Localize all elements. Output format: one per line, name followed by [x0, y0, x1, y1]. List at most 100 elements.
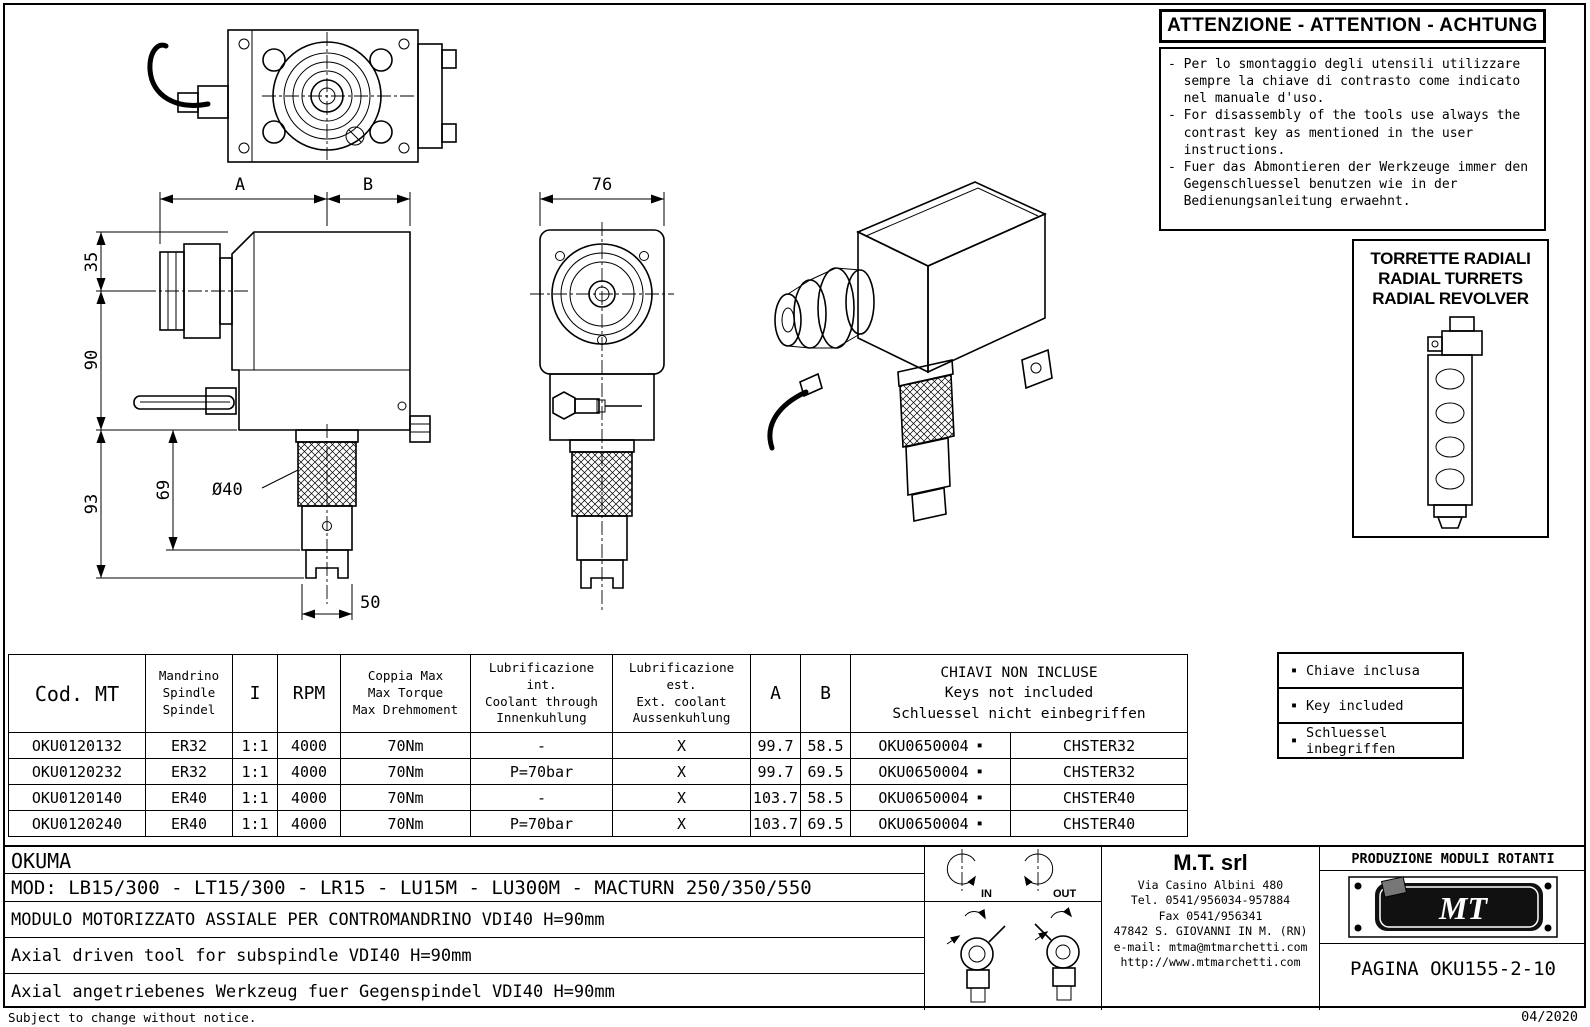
title-block-right: PRODUZIONE MODULI ROTANTI MT PAGINA OKU1…: [1319, 847, 1586, 1010]
out-label: OUT: [1053, 888, 1077, 900]
dim-69-label: 69: [154, 480, 174, 500]
rotation-direction-box: IN OUT: [925, 847, 1101, 902]
table-row: OKU0120132 ER32 1:1 4000 70Nm - X 99.7 5…: [8, 732, 1188, 759]
dim-90-label: 90: [82, 350, 102, 370]
key-code: OKU0650004: [878, 736, 969, 755]
wrench-usage-box: [925, 902, 1101, 1008]
header-line: Spindle: [162, 685, 216, 701]
legend-label: Schluessel inbegriffen: [1306, 724, 1396, 757]
in-label: IN: [981, 888, 992, 900]
logo-tool-image: [1380, 876, 1408, 898]
col-header-torque: Coppia Max Max Torque Max Drehmoment: [340, 654, 471, 733]
front-view-drawing: A B: [82, 175, 431, 620]
production-title: PRODUZIONE MODULI ROTANTI: [1320, 847, 1586, 871]
cell-key-type: CHSTER40: [1010, 810, 1188, 837]
dim-50-label: 50: [360, 593, 380, 613]
col-header-external-coolant: Lubrificazione est. Ext. coolant Aussenk…: [612, 654, 751, 733]
address-line: 47842 S. GIOVANNI IN M. (RN): [1113, 924, 1308, 939]
key-included-marker: ▪: [976, 740, 983, 751]
page-reference: PAGINA OKU155-2-10: [1350, 958, 1556, 980]
wrench-usage-sketch-left: [946, 908, 1006, 1003]
title-block: OKUMA MOD: LB15/300 - LT15/300 - LR15 - …: [3, 845, 1586, 1010]
cell-key-type: CHSTER32: [1010, 732, 1188, 759]
col-header-rpm: RPM: [277, 654, 341, 733]
key-included-marker: ▪: [976, 818, 983, 829]
warning-item-de: - Fuer das Abmontieren der Werkzeuge imm…: [1168, 159, 1529, 210]
company-name: M.T. srl: [1173, 850, 1248, 875]
rotation-diagrams: IN OUT: [924, 847, 1101, 1010]
header-line: Lubrificazione int.: [488, 659, 595, 692]
col-header-cod-mt: Cod. MT: [8, 654, 146, 733]
cell-lub-ext: X: [612, 732, 751, 759]
cell-rpm: 4000: [277, 810, 341, 837]
page-frame: [3, 3, 1586, 1008]
warning-item-en: - For disassembly of the tools use alway…: [1168, 108, 1521, 158]
address-line: Via Casino Albini 480: [1137, 878, 1284, 892]
turret-title-en: RADIAL TURRETS: [1378, 269, 1523, 289]
legend-marker: ▪: [1291, 665, 1298, 676]
col-header-keys: CHIAVI NON INCLUSE Keys not included Sch…: [850, 654, 1188, 733]
machine-models: MOD: LB15/300 - LT15/300 - LR15 - LU15M …: [3, 874, 924, 902]
description-de: Axial angetriebenes Werkzeug fuer Gegens…: [11, 982, 615, 1002]
table-row: OKU0120240 ER40 1:1 4000 70Nm P=70bar X …: [8, 810, 1188, 837]
company-block: M.T. srl Via Casino Albini 480 Tel. 0541…: [1101, 847, 1319, 1010]
technical-drawing: A B: [82, 29, 1053, 620]
cell-torque: 70Nm: [340, 758, 471, 785]
turret-drawing: [1427, 316, 1483, 529]
col-header-spindle: Mandrino Spindle Spindel: [145, 654, 233, 733]
legend-item-en: ▪ Key included: [1277, 687, 1464, 724]
top-view-drawing: [147, 29, 457, 163]
isometric-view-drawing: [767, 181, 1053, 522]
warning-item-it: - Per lo smontaggio degli utensili utili…: [1168, 57, 1521, 107]
cell-ratio: 1:1: [232, 784, 278, 811]
cell-b: 69.5: [800, 810, 851, 837]
warning-title: ATTENZIONE - ATTENTION - ACHTUNG: [1159, 9, 1546, 43]
title-block-left: OKUMA MOD: LB15/300 - LT15/300 - LR15 - …: [3, 847, 924, 1010]
header-line: CHIAVI NON INCLUSE: [940, 665, 1098, 682]
dim-76-label: 76: [592, 175, 612, 195]
cell-ratio: 1:1: [232, 810, 278, 837]
cell-cod: OKU0120240: [8, 810, 146, 837]
cell-lub-int: -: [470, 784, 613, 811]
turret-title-de: RADIAL REVOLVER: [1372, 289, 1529, 309]
logo-text: MT: [1438, 890, 1488, 926]
cell-cod: OKU0120132: [8, 732, 146, 759]
header-line: Schluessel nicht einbegriffen: [892, 705, 1146, 722]
cell-spindle: ER40: [145, 810, 233, 837]
cell-a: 99.7: [750, 758, 801, 785]
cell-lub-ext: X: [612, 784, 751, 811]
key-included-marker: ▪: [976, 792, 983, 803]
legend-item-it: ▪ Chiave inclusa: [1277, 652, 1464, 689]
dim-dia40-label: Ø40: [212, 480, 243, 500]
cell-rpm: 4000: [277, 758, 341, 785]
key-code: OKU0650004: [878, 814, 969, 833]
cell-a: 103.7: [750, 784, 801, 811]
description-it: MODULO MOTORIZZATO ASSIALE PER CONTROMAN…: [3, 902, 924, 938]
header-line: Coppia Max: [367, 668, 444, 684]
radial-turret-panel: TORRETTE RADIALI RADIAL TURRETS RADIAL R…: [1352, 239, 1549, 538]
table-row: OKU0120140 ER40 1:1 4000 70Nm - X 103.7 …: [8, 784, 1188, 811]
cell-lub-int: P=70bar: [470, 758, 613, 785]
table-row: OKU0120232 ER32 1:1 4000 70Nm P=70bar X …: [8, 758, 1188, 785]
col-header-b: B: [800, 654, 851, 733]
header-line: Ext. coolant: [636, 693, 727, 709]
header-line: Lubrificazione est.: [628, 659, 735, 692]
spec-table: Cod. MT Mandrino Spindle Spindel I RPM C…: [8, 654, 1188, 837]
key-legend: ▪ Chiave inclusa ▪ Key included ▪ Schlue…: [1277, 652, 1464, 759]
address-line: Tel. 0541/956034-957884: [1130, 893, 1291, 908]
cell-lub-int: -: [470, 732, 613, 759]
mt-logo: MT: [1320, 871, 1586, 944]
cell-torque: 70Nm: [340, 810, 471, 837]
cell-b: 69.5: [800, 758, 851, 785]
company-address: Via Casino Albini 480 Tel. 0541/956034-9…: [1102, 876, 1319, 970]
cell-lub-ext: X: [612, 810, 751, 837]
turret-title-it: TORRETTE RADIALI: [1370, 249, 1531, 268]
dim-35-label: 35: [82, 252, 102, 272]
header-line: Max Drehmoment: [352, 701, 459, 717]
revision-date: 04/2020: [1521, 1009, 1578, 1025]
cell-key-code: OKU0650004 ▪: [850, 810, 1011, 837]
dim-b-label: B: [363, 175, 373, 195]
legend-marker: ▪: [1291, 700, 1298, 711]
cell-spindle: ER40: [145, 784, 233, 811]
cell-torque: 70Nm: [340, 732, 471, 759]
